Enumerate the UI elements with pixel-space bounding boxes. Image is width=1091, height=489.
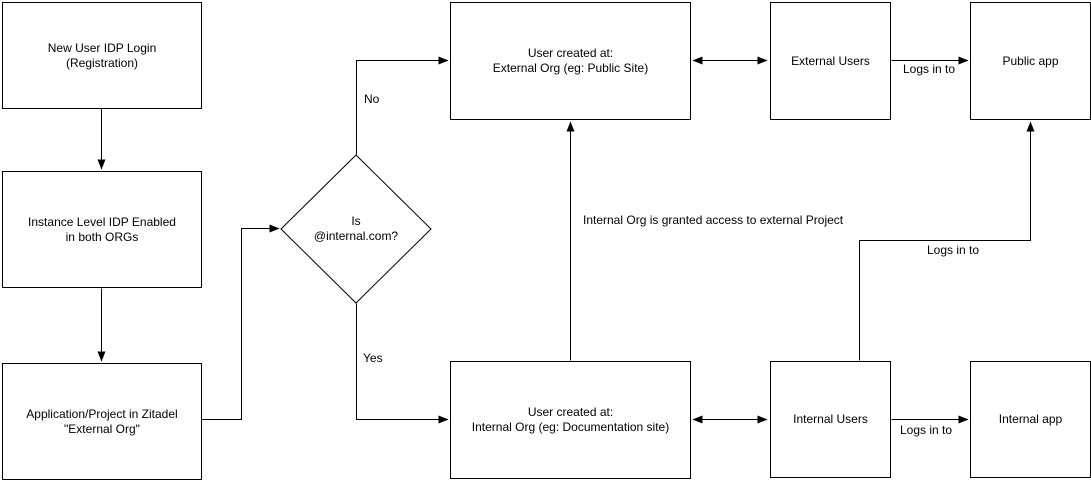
node-label-line: Public app bbox=[1002, 53, 1059, 68]
node-internal-app: Internal app bbox=[970, 361, 1091, 478]
edge-label-logs-in-to-public-from-internal: Logs in to bbox=[927, 243, 980, 257]
node-public-app: Public app bbox=[970, 2, 1091, 120]
edge-label-granted-access: Internal Org is granted access to extern… bbox=[583, 213, 844, 227]
node-label-line: Instance Level IDP Enabled bbox=[28, 214, 176, 229]
edge-label-no: No bbox=[364, 92, 380, 106]
node-label-line: (Registration) bbox=[65, 55, 139, 70]
edge-decision-no bbox=[356, 56, 449, 155]
node-label-line: User created at: bbox=[527, 405, 614, 419]
node-label-line: External Users bbox=[791, 53, 870, 68]
node-label-line: Is bbox=[351, 214, 361, 228]
edge-label-logs-in-to-internal: Logs in to bbox=[900, 423, 953, 437]
node-label-line: in both ORGs bbox=[65, 229, 139, 244]
edge-label-yes: Yes bbox=[363, 351, 383, 365]
node-label-line: Internal app bbox=[998, 412, 1063, 426]
node-new-user-idp-login: New User IDP Login (Registration) bbox=[2, 2, 202, 109]
node-user-created-external-org: User created at: External Org (eg: Publi… bbox=[450, 2, 691, 120]
node-decision-is-internal: Is @internal.com? bbox=[281, 155, 431, 303]
node-label-line: @internal.com? bbox=[313, 229, 399, 243]
node-label-line: User created at: bbox=[527, 46, 614, 60]
node-application-project: Application/Project in Zitadel "External… bbox=[2, 363, 202, 480]
node-label-line: New User IDP Login bbox=[47, 40, 157, 55]
edge-internalusers-to-publicapp bbox=[859, 121, 1035, 361]
node-label-line: External Org (eg: Public Site) bbox=[492, 61, 649, 75]
node-label-line: Internal Org (eg: Documentation site) bbox=[471, 420, 670, 434]
node-internal-users: Internal Users bbox=[770, 361, 891, 478]
node-label-line: Application/Project in Zitadel bbox=[26, 406, 178, 421]
node-external-users: External Users bbox=[770, 2, 891, 120]
node-label-line: "External Org" bbox=[64, 421, 140, 436]
edge-decision-yes bbox=[356, 303, 449, 424]
node-user-created-internal-org: User created at: Internal Org (eg: Docum… bbox=[450, 361, 691, 479]
decision-diamond-shape bbox=[280, 154, 432, 304]
edge-project-to-decision bbox=[202, 224, 280, 420]
edge-label-logs-in-to-public: Logs in to bbox=[903, 62, 956, 76]
node-label-line: Internal Users bbox=[793, 412, 868, 426]
node-instance-level-idp: Instance Level IDP Enabled in both ORGs bbox=[2, 171, 202, 288]
